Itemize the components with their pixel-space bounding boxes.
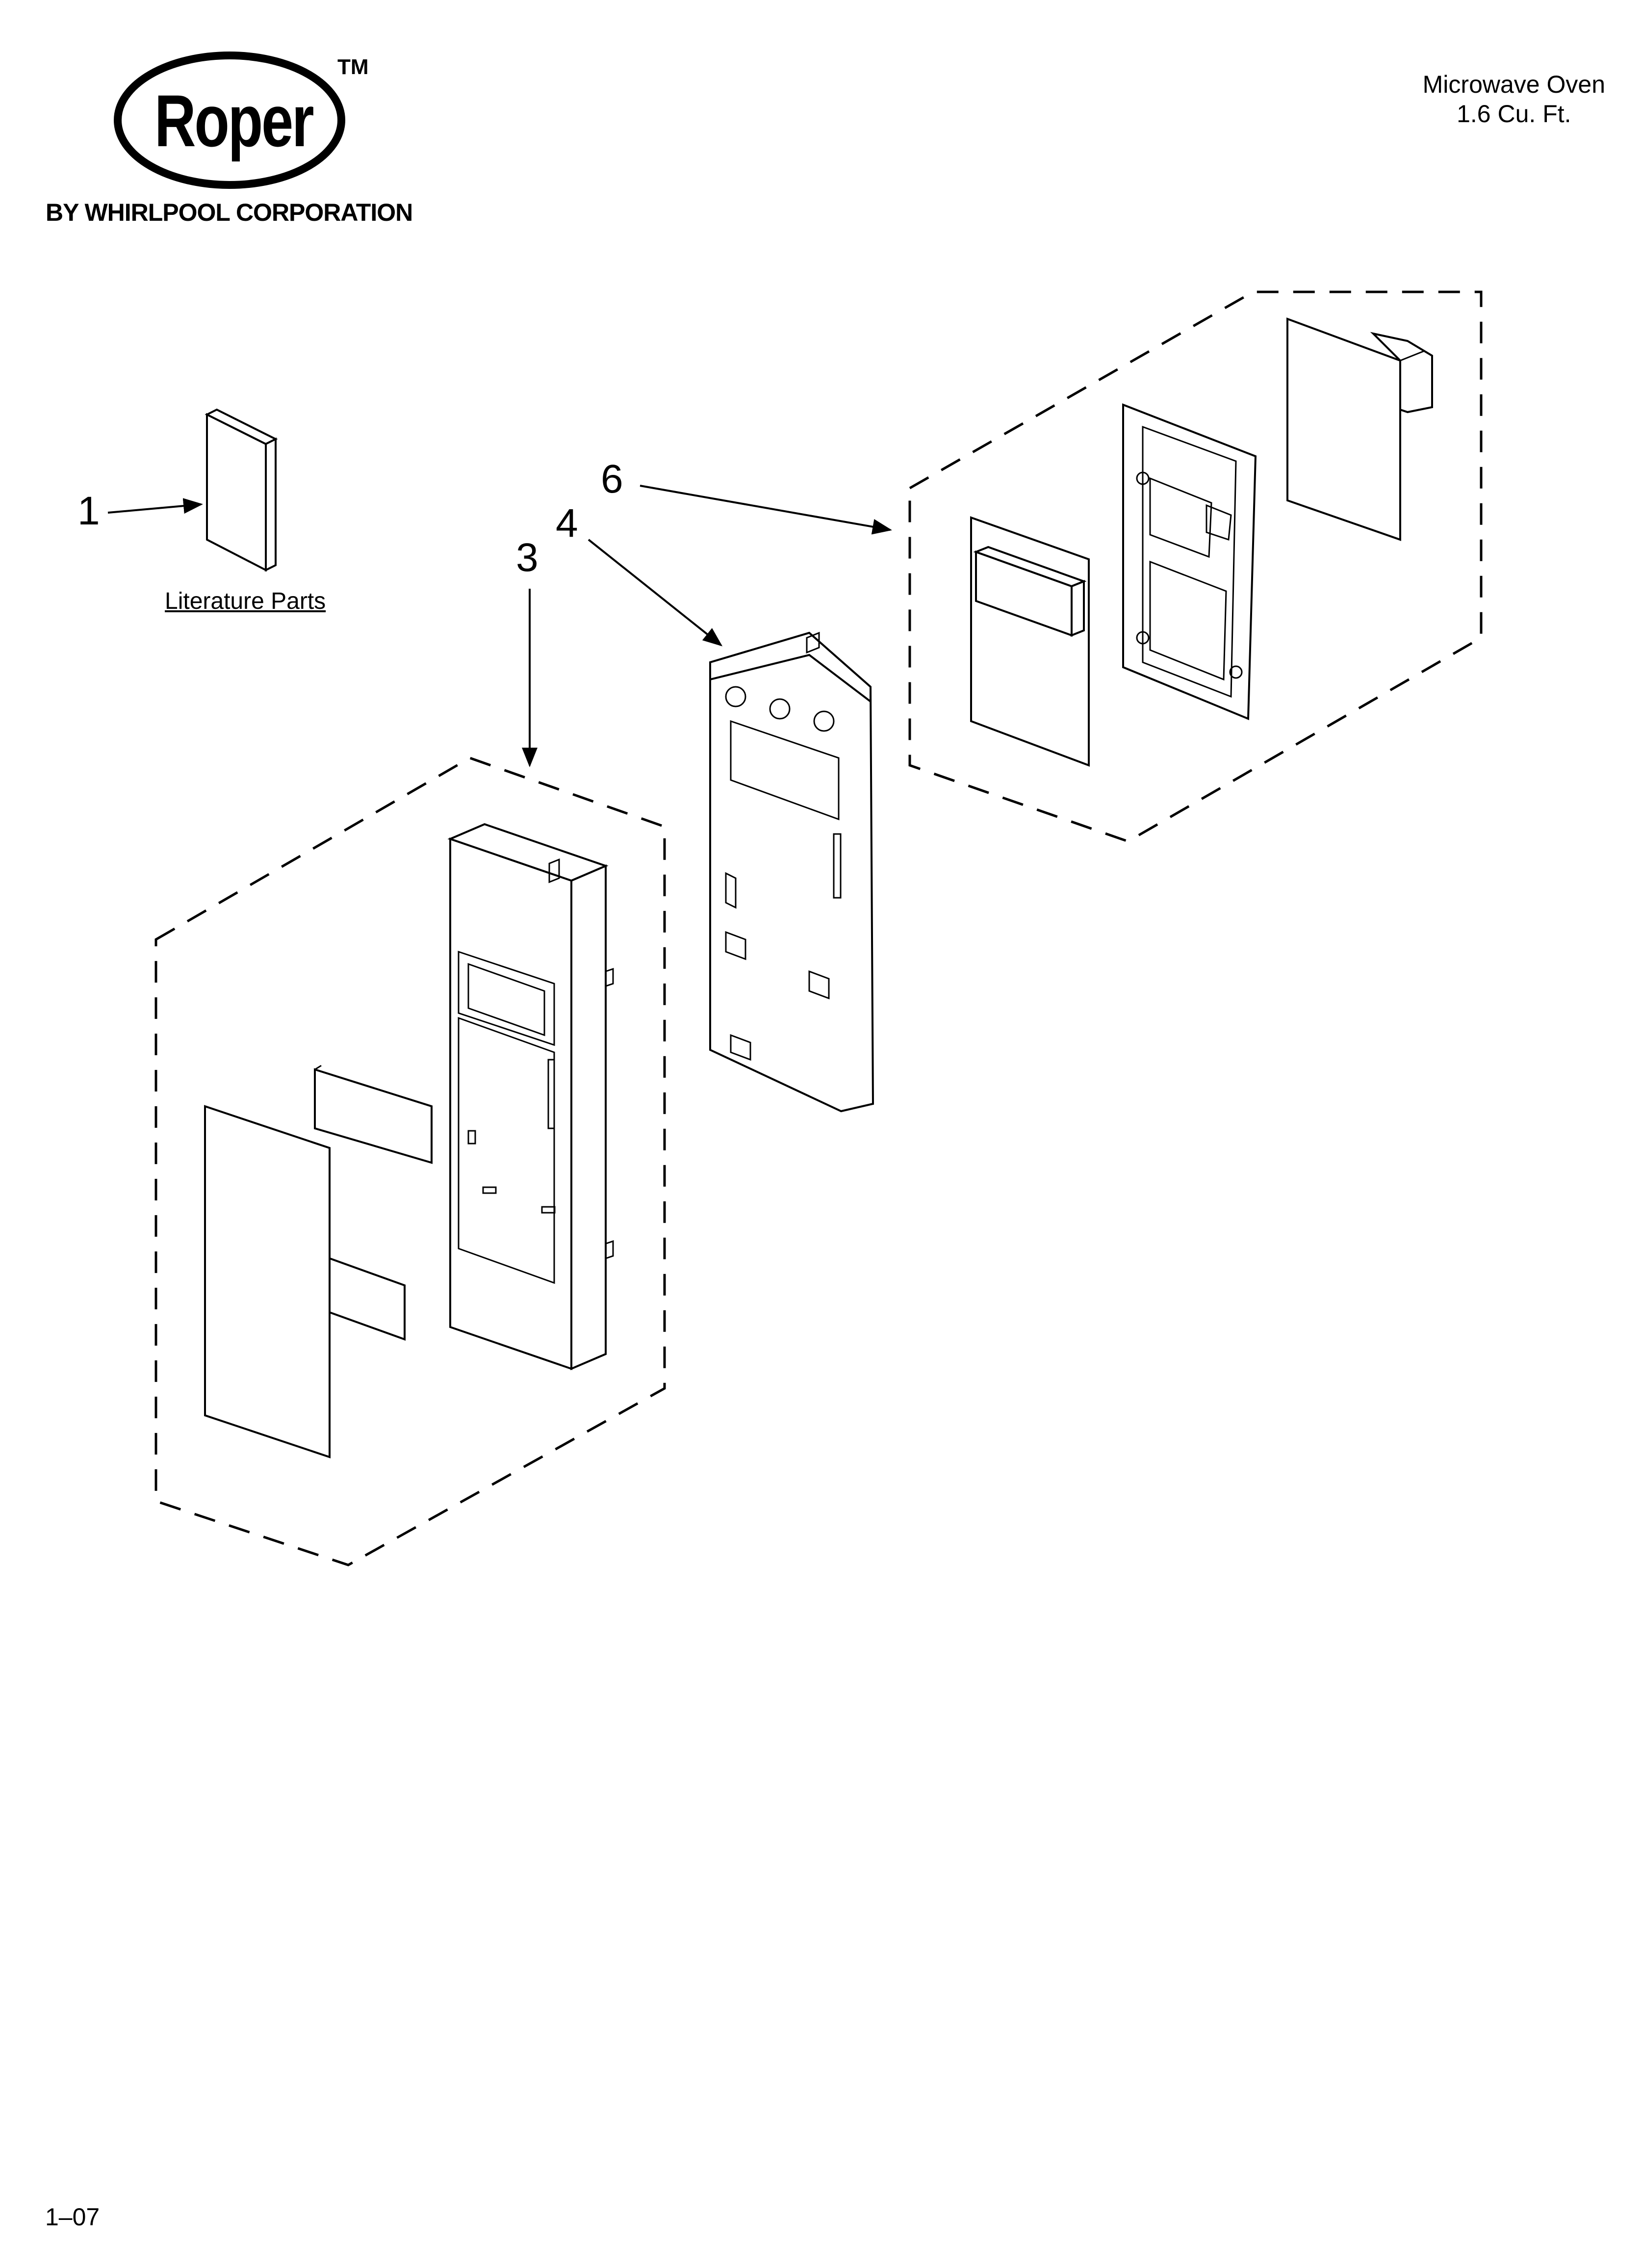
display-window-insert xyxy=(314,1065,433,1164)
outer-control-panel xyxy=(447,823,614,1371)
page-code: 1–07 xyxy=(45,2203,100,2231)
control-frame xyxy=(1122,403,1257,720)
callout-3: 3 xyxy=(516,535,539,580)
callout-6: 6 xyxy=(601,457,623,501)
nameplate xyxy=(329,1257,406,1341)
product-title-line1: Microwave Oven xyxy=(1422,71,1605,98)
group-box-control-electronics xyxy=(908,290,1483,843)
logo-wordmark: Roper xyxy=(154,79,314,162)
callout-1: 1 xyxy=(77,489,100,533)
inner-control-panel xyxy=(709,631,874,1113)
literature-booklet xyxy=(205,408,278,572)
control-board-assembly xyxy=(970,516,1090,767)
pcb-module xyxy=(1286,317,1433,541)
callout-1-leader xyxy=(107,498,203,514)
product-title-line2: 1.6 Cu. Ft. xyxy=(1457,100,1571,128)
callout-6-leader xyxy=(640,485,892,535)
logo-oval xyxy=(114,52,345,189)
product-title: Microwave Oven 1.6 Cu. Ft. xyxy=(1423,70,1605,129)
touchpad-overlay xyxy=(204,1105,331,1459)
callout-4-leader xyxy=(588,539,723,647)
callout-4: 4 xyxy=(556,501,578,546)
logo-trademark: TM xyxy=(337,55,369,79)
literature-parts-label: Literature Parts xyxy=(165,588,326,614)
logo-subtitle: BY WHIRLPOOL CORPORATION xyxy=(46,199,413,226)
group-box-control-panel xyxy=(154,756,666,1566)
